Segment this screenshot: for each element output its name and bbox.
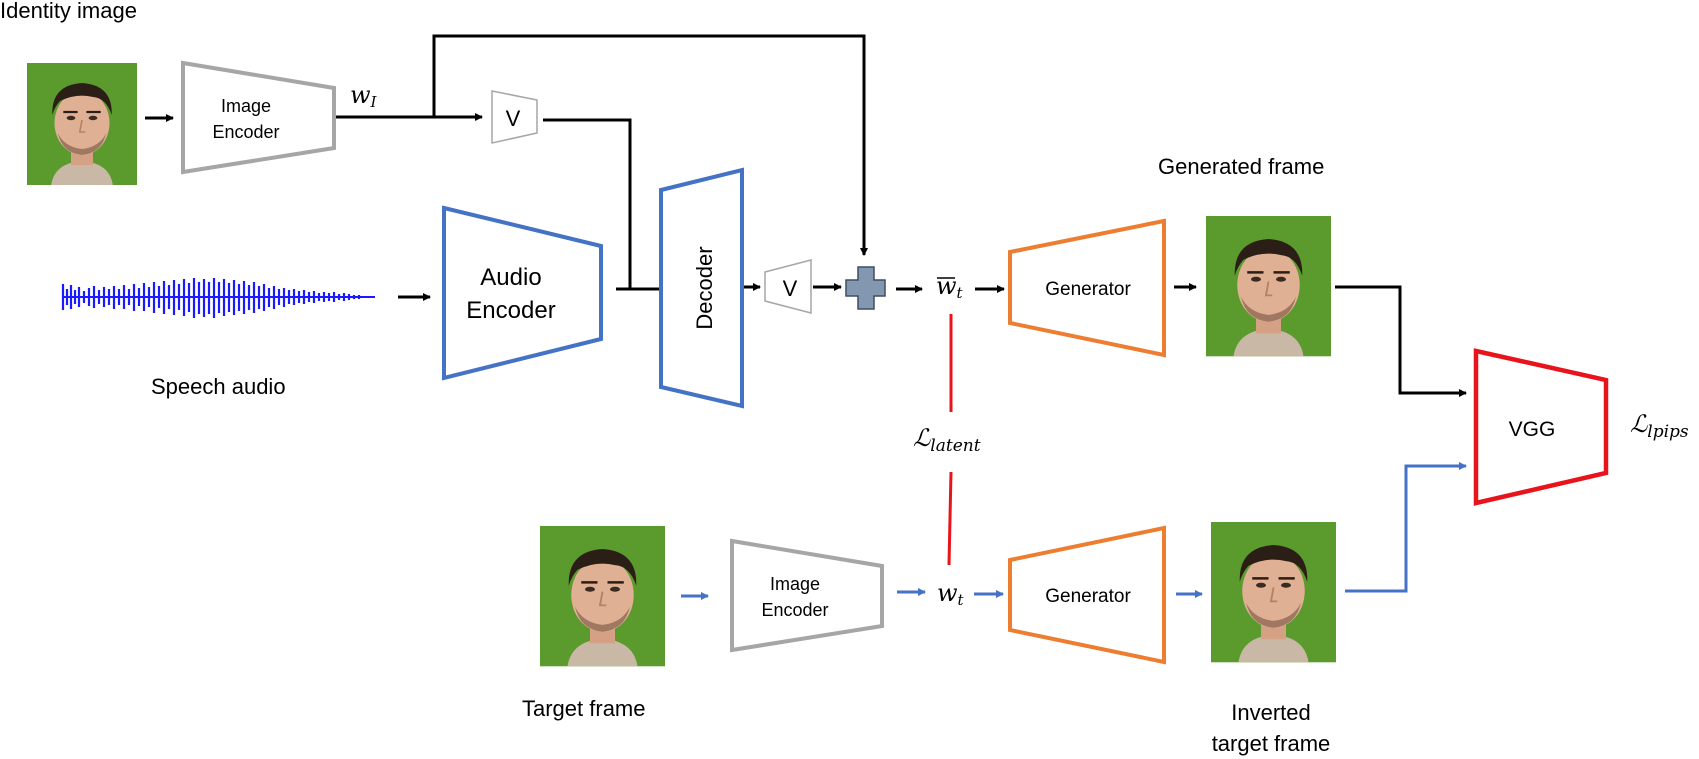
image-encoder-bottom-block [730, 538, 884, 653]
generator-bottom-block [1008, 525, 1166, 665]
svg-text:wt: wt [936, 272, 964, 302]
l-latent-label: ℒlatent [913, 424, 981, 456]
l-lpips-label: ℒlpips [1630, 410, 1689, 442]
identity-image-label: Identity image [0, 0, 137, 23]
image-encoder-top-block [181, 60, 336, 175]
target-face-image [538, 524, 667, 668]
generator-bottom-label: Generator [1045, 586, 1131, 607]
v-top-block [491, 90, 538, 144]
inverted-target-frame-label-2: target frame [1212, 731, 1331, 756]
black-connectors [145, 34, 1467, 397]
v-mid-block [764, 259, 812, 314]
decoder-block [659, 167, 744, 409]
vgg-label: VGG [1509, 418, 1556, 441]
generator-top-block [1008, 218, 1166, 358]
audio-encoder-block [442, 205, 603, 381]
wbar-t-label: wt [936, 272, 964, 302]
generated-face-image [1204, 214, 1333, 358]
inverted-face-image [1209, 520, 1338, 664]
audio-encoder-label-1: Audio [480, 264, 541, 291]
decoder-label: Decoder [692, 246, 717, 329]
inverted-target-frame-label-1: Inverted [1231, 700, 1311, 725]
vgg-block [1473, 348, 1609, 506]
speech-audio-label: Speech audio [151, 374, 286, 399]
w-t-label: wt [937, 579, 965, 609]
image-encoder-top-label-1: Image [221, 96, 271, 116]
w-i-label: wI [350, 81, 378, 111]
v-top-label: V [506, 106, 521, 131]
plus-icon [845, 266, 886, 310]
identity-face-image [25, 61, 139, 187]
generator-top-label: Generator [1045, 279, 1131, 300]
image-encoder-top-label-2: Encoder [212, 122, 279, 142]
audio-waveform-icon [61, 278, 375, 318]
generated-frame-label: Generated frame [1158, 154, 1324, 179]
target-frame-label: Target frame [522, 696, 646, 721]
blue-connectors [681, 462, 1467, 600]
latent-loss-connector [947, 314, 953, 566]
audio-encoder-label-2: Encoder [466, 297, 555, 324]
image-encoder-bottom-label-2: Encoder [761, 600, 828, 620]
v-mid-label: V [783, 276, 798, 301]
image-encoder-bottom-label-1: Image [770, 574, 820, 594]
